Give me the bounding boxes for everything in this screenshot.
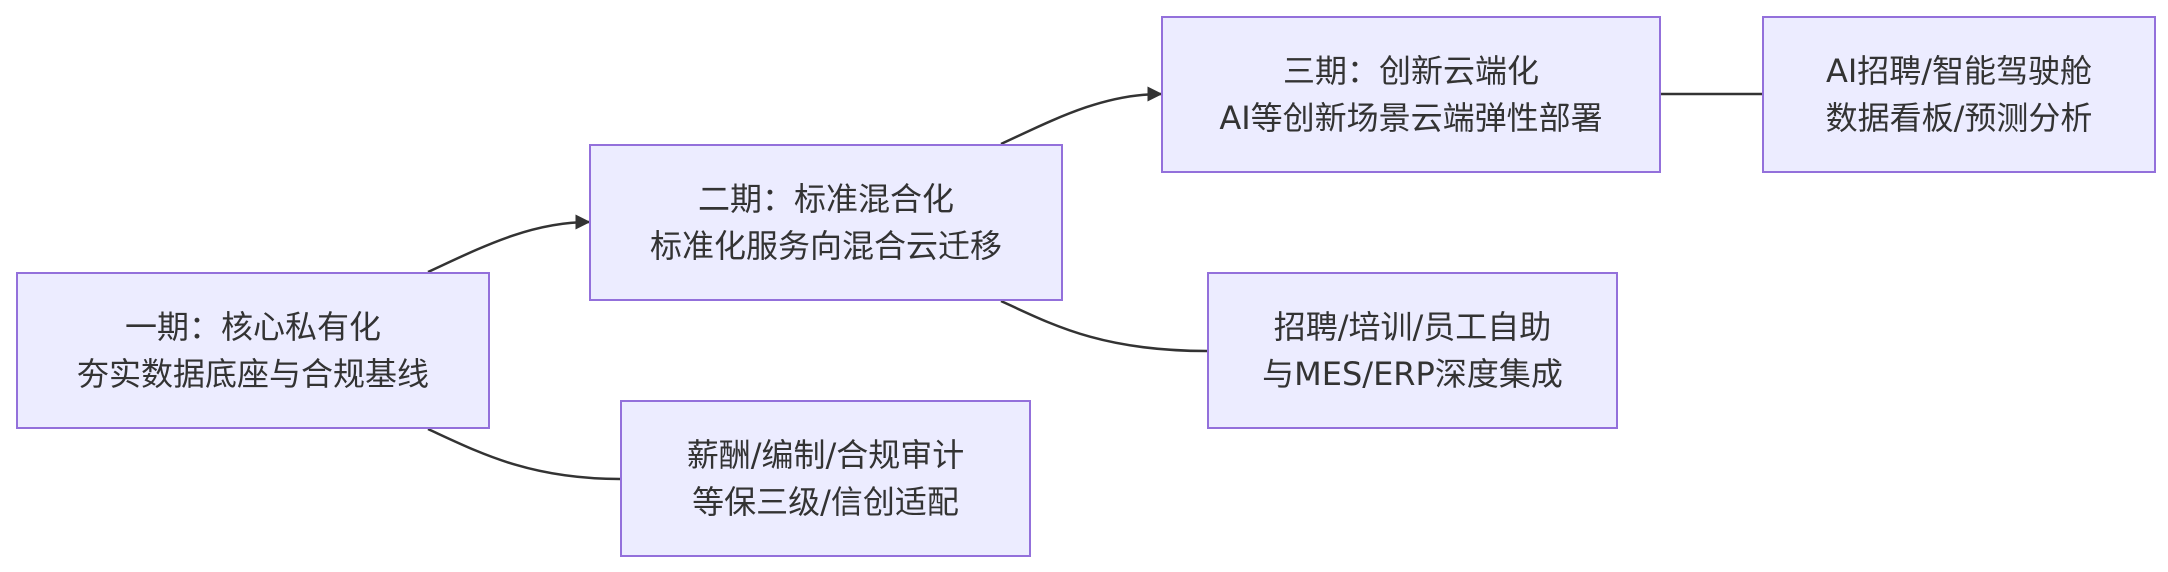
phase1-node: 一期：核心私有化 夯实数据底座与合规基线 xyxy=(16,272,490,429)
phase1-subtitle: 夯实数据底座与合规基线 xyxy=(76,354,429,393)
phase2-detail-title: 招聘/培训/员工自助 xyxy=(1273,307,1552,346)
edge-phase2-to-detail xyxy=(1000,299,1208,353)
edge-phase2-to-phase3 xyxy=(1000,86,1163,146)
phase3-subtitle: AI等创新场景云端弹性部署 xyxy=(1219,98,1603,137)
phase2-detail-node: 招聘/培训/员工自助 与MES/ERP深度集成 xyxy=(1207,272,1618,429)
phase2-title: 二期：标准混合化 xyxy=(697,179,954,218)
edge-phase1-to-phase2 xyxy=(427,214,591,274)
phase3-detail-node: AI招聘/智能驾驶舱 数据看板/预测分析 xyxy=(1762,16,2156,173)
phase2-node: 二期：标准混合化 标准化服务向混合云迁移 xyxy=(589,144,1063,301)
phase2-detail-subtitle: 与MES/ERP深度集成 xyxy=(1262,354,1563,393)
phase3-detail-title: AI招聘/智能驾驶舱 xyxy=(1825,51,2093,90)
phase3-detail-subtitle: 数据看板/预测分析 xyxy=(1825,98,2093,137)
phase2-subtitle: 标准化服务向混合云迁移 xyxy=(649,226,1002,265)
phase3-node: 三期：创新云端化 AI等创新场景云端弹性部署 xyxy=(1161,16,1661,173)
edge-phase1-to-detail xyxy=(427,427,621,481)
phase3-title: 三期：创新云端化 xyxy=(1282,51,1539,90)
phase1-detail-title: 薪酬/编制/合规审计 xyxy=(686,435,965,474)
phase1-title: 一期：核心私有化 xyxy=(124,307,381,346)
phase1-detail-node: 薪酬/编制/合规审计 等保三级/信创适配 xyxy=(620,400,1031,557)
phase1-detail-subtitle: 等保三级/信创适配 xyxy=(692,482,959,521)
